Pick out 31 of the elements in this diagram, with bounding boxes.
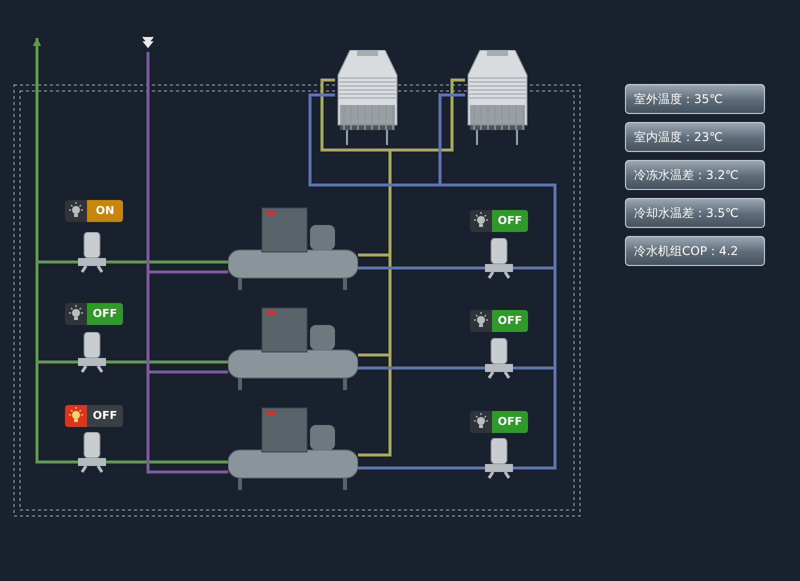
pipe	[358, 366, 485, 370]
cooling-tower-drawing	[335, 50, 400, 146]
chiller-drawing	[228, 205, 358, 291]
pipe	[33, 38, 78, 464]
pipe	[106, 260, 228, 264]
chiller-drawing	[228, 305, 358, 391]
status-toggle: OFF	[492, 411, 528, 433]
readout-panel: 冷冻水温差：3.2℃	[625, 160, 765, 190]
pump-icon	[78, 232, 106, 273]
status-toggle: OFF	[492, 310, 528, 332]
status-toggle: ON	[87, 200, 123, 222]
pump-icon	[78, 332, 106, 373]
pipe	[106, 360, 228, 364]
readout-panel: 室内温度：23℃	[625, 122, 765, 152]
cooling-tower-drawing	[465, 50, 530, 146]
pipe	[358, 266, 485, 270]
chiller-drawing	[228, 405, 358, 491]
pump-icon	[485, 338, 513, 379]
pipe	[146, 52, 228, 474]
pump-icon	[78, 432, 106, 473]
status-toggle: OFF	[87, 405, 123, 427]
pipe	[358, 466, 485, 470]
readout-panel: 室外温度：35℃	[625, 84, 765, 114]
readout-panel: 冷却水温差：3.5℃	[625, 198, 765, 228]
pipe	[438, 94, 556, 470]
pipe	[106, 460, 228, 464]
pump-icon	[485, 438, 513, 479]
pump-icon	[485, 238, 513, 279]
status-toggle: OFF	[87, 303, 123, 325]
status-toggle: OFF	[492, 210, 528, 232]
readout-panel: 冷水机组COP：4.2	[625, 236, 765, 266]
